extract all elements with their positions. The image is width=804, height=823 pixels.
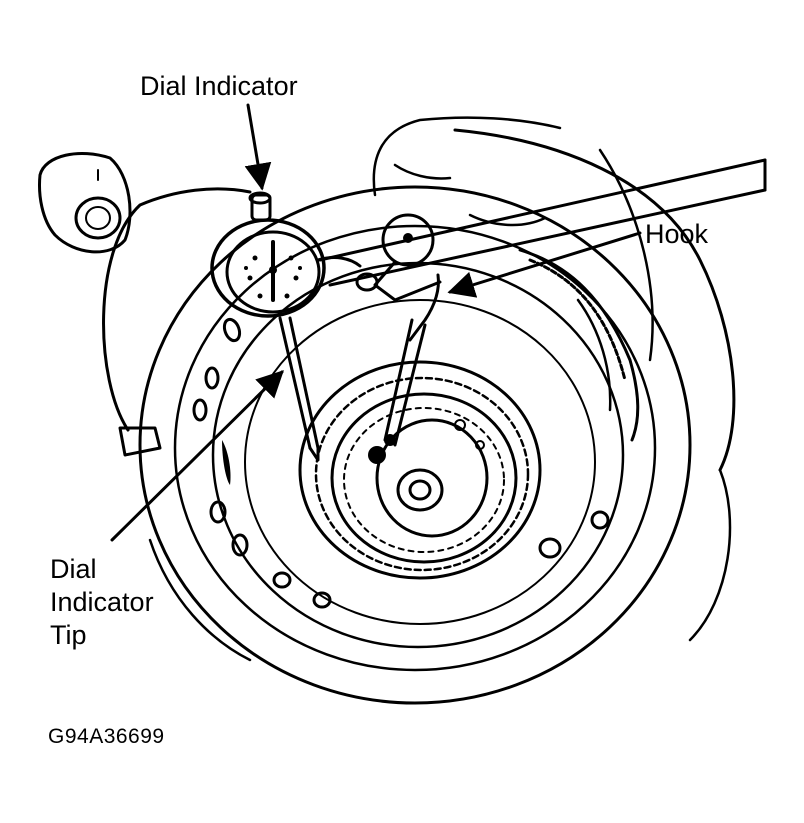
technician-hands: [372, 116, 562, 227]
clutch-drum: [298, 360, 542, 580]
arrow-dial-indicator-tip: [110, 370, 284, 542]
transmission-housing: [102, 128, 736, 662]
label-tip-line-2: Indicator: [50, 587, 154, 617]
ring-gear-teeth: [518, 248, 640, 442]
figure-code: G94A36699: [48, 725, 165, 748]
hook-tool: [318, 158, 767, 447]
label-tip-line-1: Dial: [50, 554, 97, 584]
label-dial-indicator: Dial Indicator: [140, 71, 298, 101]
label-tip-line-3: Tip: [50, 620, 87, 650]
bell-housing-ring: [138, 185, 692, 705]
label-hook: Hook: [645, 219, 709, 249]
dial-indicator-gauge: [210, 191, 362, 462]
housing-bolt-boss: [38, 151, 132, 254]
arrow-hook: [447, 231, 642, 298]
ring-bolt-holes: [118, 317, 610, 609]
arrow-dial-indicator: [244, 103, 272, 191]
label-dial-indicator-tip: Dial Indicator Tip: [50, 553, 154, 652]
